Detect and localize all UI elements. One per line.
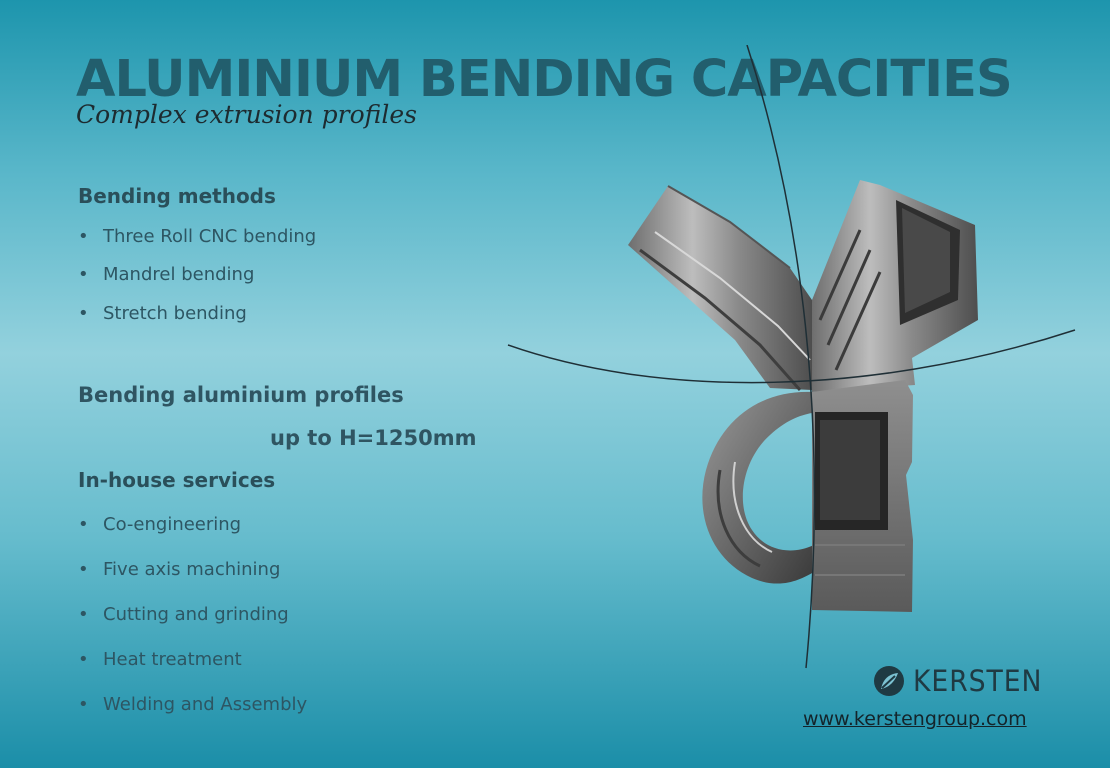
bending-methods-heading: Bending methods [78, 184, 276, 208]
brand-logo-block: KERSTEN [873, 664, 1054, 698]
list-item: • Stretch bending [78, 303, 247, 324]
bent-aluminium-profile-image [507, 45, 1076, 669]
list-item: • Five axis machining [78, 559, 280, 580]
bullet-icon: • [78, 264, 89, 285]
list-item-label: Mandrel bending [103, 264, 255, 285]
guide-arc-vertical [746, 45, 816, 669]
page-title: ALUMINIUM BENDING CAPACITIES [76, 50, 1013, 109]
bullet-icon: • [78, 604, 89, 625]
list-item: • Three Roll CNC bending [78, 226, 316, 247]
page-subtitle: Complex extrusion profiles [76, 100, 417, 129]
brand-name: KERSTEN [913, 664, 1043, 698]
profile-cross-section [812, 380, 913, 612]
profile-curve-lower [702, 391, 814, 584]
list-item: • Heat treatment [78, 649, 242, 670]
bullet-icon: • [78, 649, 89, 670]
list-item: • Mandrel bending [78, 264, 254, 285]
bullet-icon: • [78, 303, 89, 324]
bullet-icon: • [78, 559, 89, 580]
list-item-label: Cutting and grinding [103, 604, 289, 625]
capacity-statement: Bending aluminium profiles [78, 383, 404, 407]
list-item-label: Co-engineering [103, 514, 242, 535]
list-item-label: Five axis machining [103, 559, 281, 580]
list-item-label: Three Roll CNC bending [103, 226, 317, 247]
profile-left-arm [628, 185, 812, 391]
guide-arc-horizontal [507, 329, 1076, 384]
capacity-height: up to H=1250mm [270, 426, 477, 450]
list-item: • Cutting and grinding [78, 604, 289, 625]
website-link[interactable]: www.kerstengroup.com [803, 708, 1027, 730]
profile-right-arm [812, 180, 978, 392]
list-item-label: Welding and Assembly [103, 694, 308, 715]
list-item: • Co-engineering [78, 514, 241, 535]
list-item-label: Stretch bending [103, 303, 247, 324]
in-house-services-heading: In-house services [78, 468, 276, 492]
bullet-icon: • [78, 694, 89, 715]
bullet-icon: • [78, 514, 89, 535]
bullet-icon: • [78, 226, 89, 247]
kersten-leaf-icon [874, 666, 904, 696]
list-item-label: Heat treatment [103, 649, 242, 670]
list-item: • Welding and Assembly [78, 694, 307, 715]
